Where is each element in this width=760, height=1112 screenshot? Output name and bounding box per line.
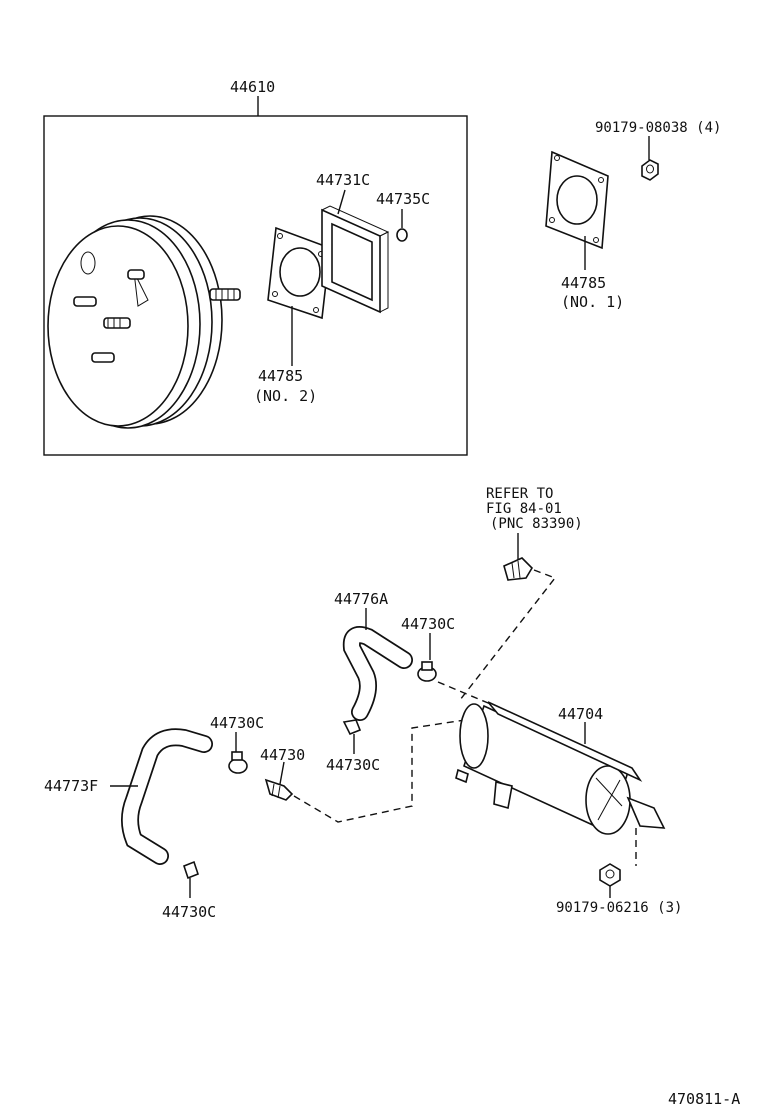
gasket-icon <box>267 226 331 320</box>
label-gasket-no2-note: (NO. 2) <box>254 387 317 405</box>
label-hose-upper: 44776A <box>334 590 388 608</box>
label-clamp-b: 44730C <box>326 756 380 774</box>
label-gasket-no2-part: 44785 <box>258 367 303 385</box>
hose-icon <box>121 728 213 865</box>
sensor-icon <box>503 557 534 581</box>
label-bolt-bottom: 90179-06216 (3) <box>556 900 682 916</box>
label-clamp-d: 44730C <box>162 903 216 921</box>
label-plate: 44731C <box>316 171 370 189</box>
clamp-icon <box>183 860 199 880</box>
nut-icon <box>396 228 408 242</box>
label-check-valve: 44730 <box>260 746 305 764</box>
check-valve-icon <box>264 778 294 801</box>
label-refer-line1: REFER TO <box>486 486 553 502</box>
figure-id: 470811-A <box>668 1090 740 1108</box>
label-clamp-a: 44730C <box>401 615 455 633</box>
clamp-icon <box>342 719 362 736</box>
vacuum-tank-icon <box>455 701 666 835</box>
nut-icon <box>641 159 659 181</box>
plate-icon <box>321 205 390 314</box>
label-gasket-no1-part: 44785 <box>561 274 606 292</box>
clamp-icon <box>417 661 437 682</box>
label-nut-small: 44735C <box>376 190 430 208</box>
label-nut-top: 90179-08038 (4) <box>595 120 721 136</box>
brake-booster-icon <box>47 215 241 429</box>
bolt-icon <box>599 863 621 887</box>
label-clamp-c: 44730C <box>210 714 264 732</box>
label-hose-lower: 44773F <box>44 777 98 795</box>
label-gasket-no1-note: (NO. 1) <box>561 293 624 311</box>
label-refer-line2: FIG 84-01 <box>486 501 562 517</box>
hose-icon <box>342 626 413 721</box>
label-booster-assy: 44610 <box>230 78 275 96</box>
label-tank: 44704 <box>558 705 603 723</box>
label-refer-line3: (PNC 83390) <box>490 516 583 532</box>
booster-assembly-frame <box>43 115 468 456</box>
gasket-icon <box>545 150 609 250</box>
clamp-icon <box>228 751 248 774</box>
